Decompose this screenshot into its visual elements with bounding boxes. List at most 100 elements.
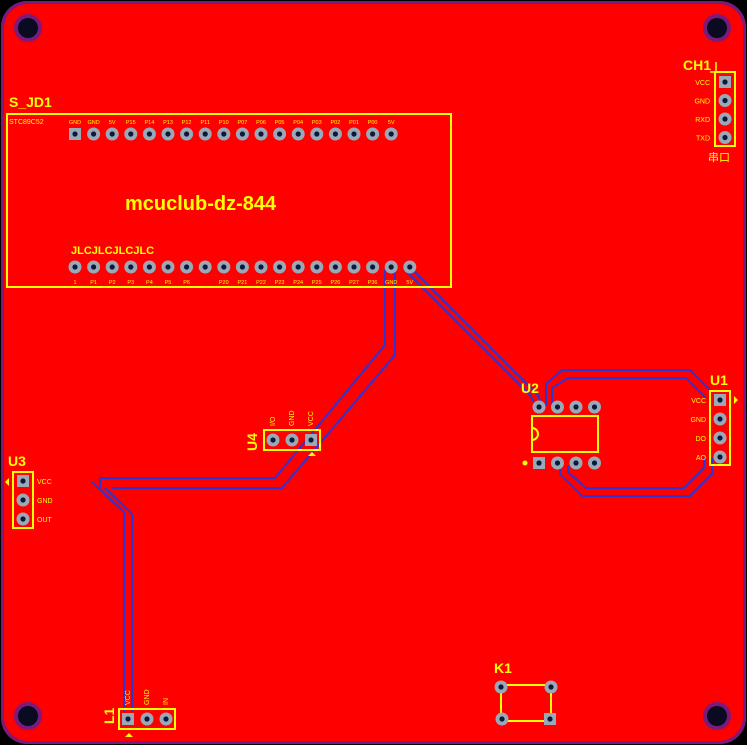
pin-label: P10 xyxy=(219,120,229,126)
ch1-pad xyxy=(718,94,732,107)
u2-pad xyxy=(551,400,564,414)
u1-pad xyxy=(714,394,726,406)
s-jd1-top-pad xyxy=(328,127,342,141)
pin-label: P02 xyxy=(331,120,341,126)
s-jd1-bottom-pad xyxy=(198,260,212,274)
trace-u3-vcc-a xyxy=(99,270,386,488)
u1-pad xyxy=(713,431,727,445)
pin-label: AO xyxy=(696,455,707,462)
pin-label: P21 xyxy=(238,280,248,286)
s-jd1-top-pad xyxy=(198,127,212,141)
u4-pin1-marker xyxy=(308,452,316,456)
u4-pad xyxy=(266,433,280,447)
pin-label: 5V xyxy=(388,120,395,126)
s-jd1-top-pad xyxy=(217,127,231,141)
k1: K1 xyxy=(494,660,558,726)
s-jd1-bottom-marking: JLCJLCJLCJLC xyxy=(71,245,154,257)
s-jd1-top-pad xyxy=(384,127,398,141)
pin-label: 5V xyxy=(109,120,116,126)
u3-pad xyxy=(16,512,30,526)
u2-ref: U2 xyxy=(521,380,539,396)
trace-u2-u1-top-b xyxy=(551,377,707,406)
u3-ref: U3 xyxy=(8,453,26,469)
u2-pad xyxy=(588,456,601,470)
pin-label: P1 xyxy=(90,280,97,286)
board-center-text: mcuclub-dz-844 xyxy=(125,193,277,215)
s-jd1-bottom-pad xyxy=(217,260,231,274)
s-jd1-top-pad xyxy=(310,127,324,141)
pin-label: P3 xyxy=(127,280,134,286)
mounting-hole-top-left xyxy=(14,14,42,42)
l1-pad xyxy=(122,713,134,725)
s-jd1-top-pad xyxy=(105,127,119,141)
mounting-hole-bottom-right xyxy=(703,702,731,730)
pin-label: P26 xyxy=(331,280,341,286)
pin-label: DO xyxy=(696,436,707,443)
s-jd1-bottom-pad xyxy=(347,260,361,274)
pin-label: P20 xyxy=(219,280,229,286)
u3-pad xyxy=(16,493,30,507)
ch1-note: 串口 xyxy=(708,151,730,164)
u1-pad xyxy=(713,412,727,426)
pin-label: P4 xyxy=(146,280,153,286)
s-jd1-ref: S_JD1 xyxy=(9,94,52,110)
pin-label: P04 xyxy=(293,120,303,126)
trace-u3-vcc-b xyxy=(112,270,396,489)
pin-label: I/O xyxy=(270,416,277,426)
u1-pin1-marker xyxy=(734,396,738,404)
u4-ref: U4 xyxy=(244,433,260,451)
pin-label: GND xyxy=(385,280,397,286)
k1-pad xyxy=(494,680,508,694)
pin-label: TXD xyxy=(696,136,710,143)
ch1-outline xyxy=(714,71,736,147)
trace-u2-a xyxy=(404,269,537,407)
s-jd1-bottom-pad xyxy=(235,260,249,274)
mounting-holes xyxy=(14,14,731,730)
trace-u2-u1-bot-b xyxy=(567,458,705,489)
u2-pad xyxy=(569,400,583,414)
pin-label: P24 xyxy=(293,280,303,286)
pin-label: P22 xyxy=(256,280,266,286)
s-jd1-top-pad xyxy=(142,127,156,141)
s-jd1-top-pad xyxy=(124,127,138,141)
u2-pad xyxy=(588,400,601,414)
s-jd1-top-header: STC89C52 xyxy=(9,119,44,126)
k1-pad xyxy=(544,680,558,694)
u2-pin1-dot xyxy=(522,460,528,466)
l1-pad xyxy=(159,712,173,726)
k1-pins xyxy=(494,680,558,726)
u1-ref: U1 xyxy=(710,372,728,388)
s-jd1-bottom-pad xyxy=(124,260,138,274)
s-jd1-top-pad xyxy=(69,128,81,140)
pin-label: 5V xyxy=(406,280,413,286)
pin-label: VCC xyxy=(695,80,710,87)
s-jd1-top-pad xyxy=(180,127,194,141)
s-jd1-bottom-pad xyxy=(310,260,324,274)
pin-label: GND xyxy=(37,498,53,505)
copper-pour xyxy=(4,4,743,741)
s-jd1-top-pad xyxy=(366,127,380,141)
ch1-pad xyxy=(718,131,732,144)
pin-label: P25 xyxy=(312,280,322,286)
s-jd1-outline xyxy=(6,113,452,288)
pin-label: P07 xyxy=(238,120,248,126)
pin-label: P06 xyxy=(256,120,266,126)
s-jd1-bottom-pad xyxy=(403,260,417,274)
u2-body xyxy=(531,415,599,453)
s-jd1-bottom-pad xyxy=(384,260,398,274)
k1-pad xyxy=(544,713,556,725)
pin-label: GND xyxy=(144,689,151,705)
s-jd1-bottom-pad xyxy=(142,260,156,274)
pin-label: OUT xyxy=(37,517,53,524)
pin-label: IN xyxy=(163,698,170,705)
s-jd1-bottom-pad xyxy=(291,260,305,274)
pin-label: P01 xyxy=(349,120,359,126)
